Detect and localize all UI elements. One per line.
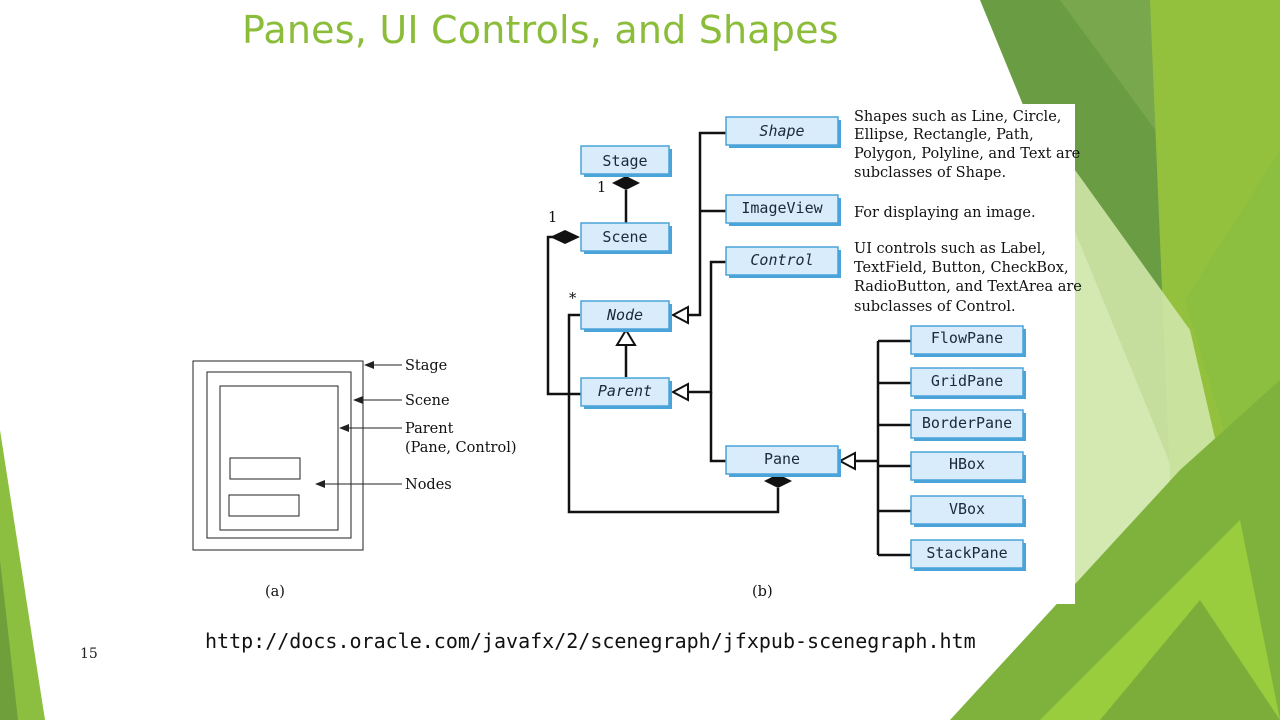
diamond-pane <box>764 474 792 488</box>
label-parent-detail: (Pane, Control) <box>405 440 517 456</box>
class-gridpane: GridPane <box>910 367 1026 399</box>
class-stackpane: StackPane <box>910 539 1026 571</box>
svg-text:FlowPane: FlowPane <box>931 329 1003 347</box>
svg-text:For displaying an image.: For displaying an image. <box>854 205 1036 221</box>
node-rect-2 <box>228 494 300 517</box>
svg-text:subclasses of Shape.: subclasses of Shape. <box>854 165 1006 181</box>
svg-text:Parent: Parent <box>598 382 652 400</box>
class-control: Control <box>725 246 841 278</box>
note-control: UI controls such as Label, TextField, Bu… <box>854 241 1082 315</box>
label-stage: Stage <box>405 358 447 374</box>
diamond-stage <box>612 176 640 190</box>
svg-text:Node: Node <box>606 306 643 324</box>
mult-stage: 1 <box>597 180 606 196</box>
diagram-a <box>192 360 402 551</box>
svg-text:Stage: Stage <box>602 152 647 170</box>
svg-text:Polygon, Polyline, and Text ar: Polygon, Polyline, and Text are <box>854 146 1080 162</box>
svg-text:TextField, Button, CheckBox,: TextField, Button, CheckBox, <box>854 260 1069 276</box>
parent-rect <box>219 385 339 531</box>
svg-text:Scene: Scene <box>602 228 647 246</box>
class-shape: Shape <box>725 116 841 148</box>
note-shape: Shapes such as Line, Circle, Ellipse, Re… <box>854 109 1080 181</box>
class-flowpane: FlowPane <box>910 325 1026 357</box>
class-imageview: ImageView <box>725 194 841 226</box>
label-nodes: Nodes <box>405 477 452 493</box>
svg-text:Ellipse, Rectangle, Path,: Ellipse, Rectangle, Path, <box>854 127 1034 143</box>
class-node: Node <box>580 300 672 332</box>
class-parent: Parent <box>580 377 672 409</box>
svg-text:Shape: Shape <box>759 122 804 140</box>
slide-number: 15 <box>80 646 98 662</box>
svg-text:VBox: VBox <box>949 500 985 518</box>
label-scene: Scene <box>405 393 450 409</box>
svg-text:Pane: Pane <box>764 450 800 468</box>
label-parent: Parent <box>405 421 454 437</box>
note-imageview: For displaying an image. <box>854 205 1036 221</box>
svg-text:UI controls such as Label,: UI controls such as Label, <box>854 241 1046 257</box>
caption-a: (a) <box>265 584 285 600</box>
triangle-node <box>615 328 637 346</box>
svg-text:GridPane: GridPane <box>931 372 1003 390</box>
caption-b: (b) <box>752 584 773 600</box>
triangle-parent <box>670 382 689 402</box>
mult-scene: 1 <box>548 210 557 226</box>
stage-rect <box>192 360 364 551</box>
svg-text:Shapes such as Line, Circle,: Shapes such as Line, Circle, <box>854 109 1061 125</box>
diagram-b-connectors <box>546 131 911 557</box>
svg-text:StackPane: StackPane <box>926 544 1007 562</box>
svg-text:HBox: HBox <box>949 455 985 473</box>
class-scene: Scene <box>580 222 672 254</box>
mult-node: * <box>569 291 577 307</box>
class-stage: Stage <box>580 145 672 177</box>
slide-title: Panes, UI Controls, and Shapes <box>242 8 839 52</box>
reference-url: http://docs.oracle.com/javafx/2/scenegra… <box>205 629 976 653</box>
svg-text:BorderPane: BorderPane <box>922 414 1012 432</box>
svg-text:subclasses of Control.: subclasses of Control. <box>854 299 1016 315</box>
class-pane: Pane <box>725 445 841 477</box>
class-hbox: HBox <box>910 451 1026 483</box>
class-borderpane: BorderPane <box>910 409 1026 441</box>
class-vbox: VBox <box>910 495 1026 527</box>
svg-text:RadioButton, and TextArea are: RadioButton, and TextArea are <box>854 279 1082 295</box>
class-boxes: Stage Scene Node Parent Shape ImageView … <box>580 116 1026 571</box>
scene-rect <box>206 371 352 539</box>
triangle-pane <box>837 451 856 471</box>
triangle-node-right <box>670 305 689 325</box>
svg-text:ImageView: ImageView <box>741 199 823 217</box>
svg-text:Control: Control <box>750 251 813 269</box>
diamond-scene <box>550 230 580 244</box>
node-rect-1 <box>229 457 301 480</box>
